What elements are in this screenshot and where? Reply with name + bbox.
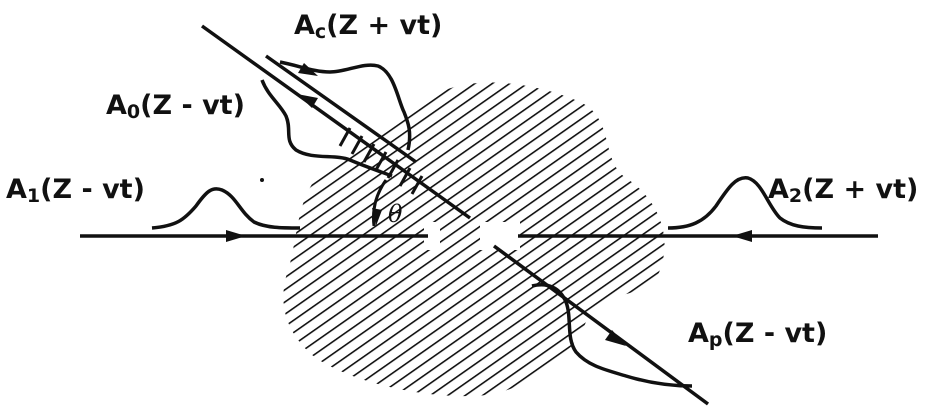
label-angle-theta: θ: [388, 202, 402, 226]
label-a-0: A0(Z - vt): [106, 92, 245, 122]
label-a-1: A1(Z - vt): [6, 176, 145, 206]
pulse-a1: [152, 189, 300, 228]
label-a-p: Ap(Z - vt): [688, 320, 827, 350]
label-a-2: A2(Z + vt): [768, 176, 918, 206]
label-a-c: Ac(Z + vt): [294, 12, 442, 42]
speck: [260, 178, 264, 182]
